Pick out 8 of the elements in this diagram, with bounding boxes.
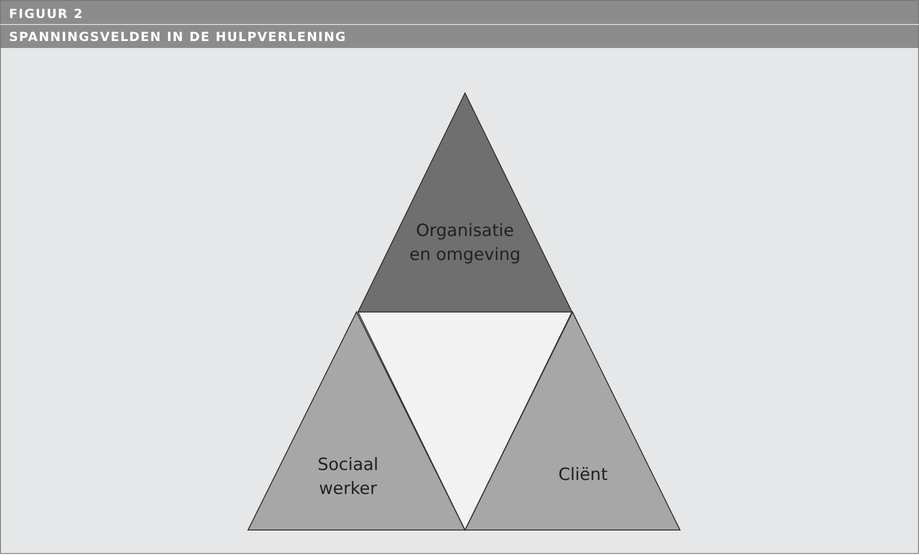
figure-title: SPANNINGSVELDEN IN DE HULPVERLENING — [9, 29, 347, 44]
node-label: Organisatie en omgeving — [408, 220, 522, 267]
figure-number: FIGUUR 2 — [9, 6, 84, 21]
node-label: Sociaal werker — [316, 454, 380, 501]
triangle-shape — [358, 93, 572, 312]
triangle-shape — [465, 312, 680, 530]
node-label: Cliënt — [557, 464, 609, 487]
triangle-shape — [248, 312, 465, 530]
